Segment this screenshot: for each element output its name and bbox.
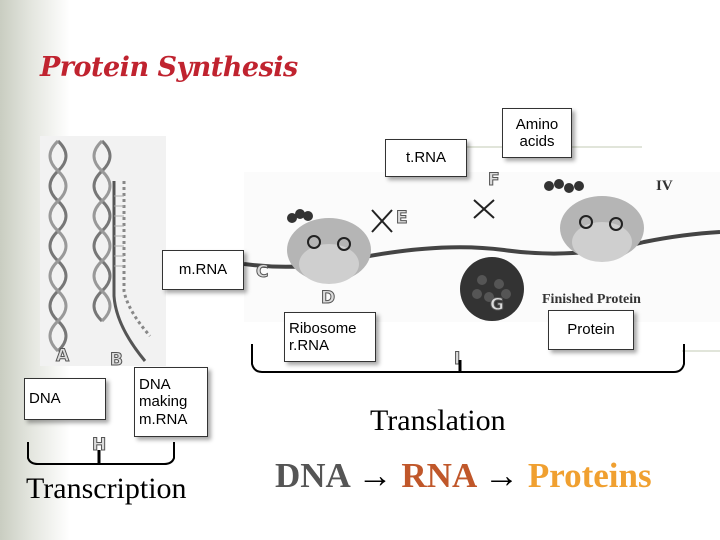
dna-making-mrna-label: DNA making m.RNA [134, 367, 208, 437]
roman-numeral: IV [656, 178, 673, 194]
marker-c: C [255, 262, 269, 283]
marker-f: F [488, 170, 501, 191]
translation-bracket [251, 344, 685, 373]
flow-arrow: → [357, 456, 393, 495]
marker-a: A [55, 346, 70, 367]
flow-rna: RNA [401, 456, 476, 495]
flow-arrow: → [484, 456, 520, 495]
trna-label: t.RNA [385, 139, 467, 177]
transcription-bracket [27, 442, 175, 465]
marker-g: G [490, 295, 505, 316]
dna-label: DNA [24, 378, 106, 420]
finished-protein-caption: Finished Protein [542, 292, 641, 307]
protein-label: Protein [548, 310, 634, 350]
marker-d: D [320, 288, 336, 309]
translation-label: Translation [370, 404, 506, 437]
central-dogma-flow: DNA → RNA → Proteins [275, 456, 652, 496]
translation-figure: Finished Protein IV [244, 172, 720, 322]
amino-acids-label: Amino acids [502, 108, 572, 158]
flow-proteins: Proteins [527, 456, 652, 495]
marker-b: B [110, 350, 124, 371]
dna-helix-figure [40, 136, 166, 366]
ribosome-label: Ribosome r.RNA [284, 312, 376, 362]
page-title: Protein Synthesis [40, 52, 298, 83]
flow-dna: DNA [275, 456, 349, 495]
transcription-label: Transcription [26, 472, 187, 505]
marker-e: E [396, 208, 409, 229]
marker-h: H [91, 435, 107, 456]
divider-line [682, 350, 720, 352]
mrna-label: m.RNA [162, 250, 244, 290]
marker-i: I [453, 349, 461, 370]
